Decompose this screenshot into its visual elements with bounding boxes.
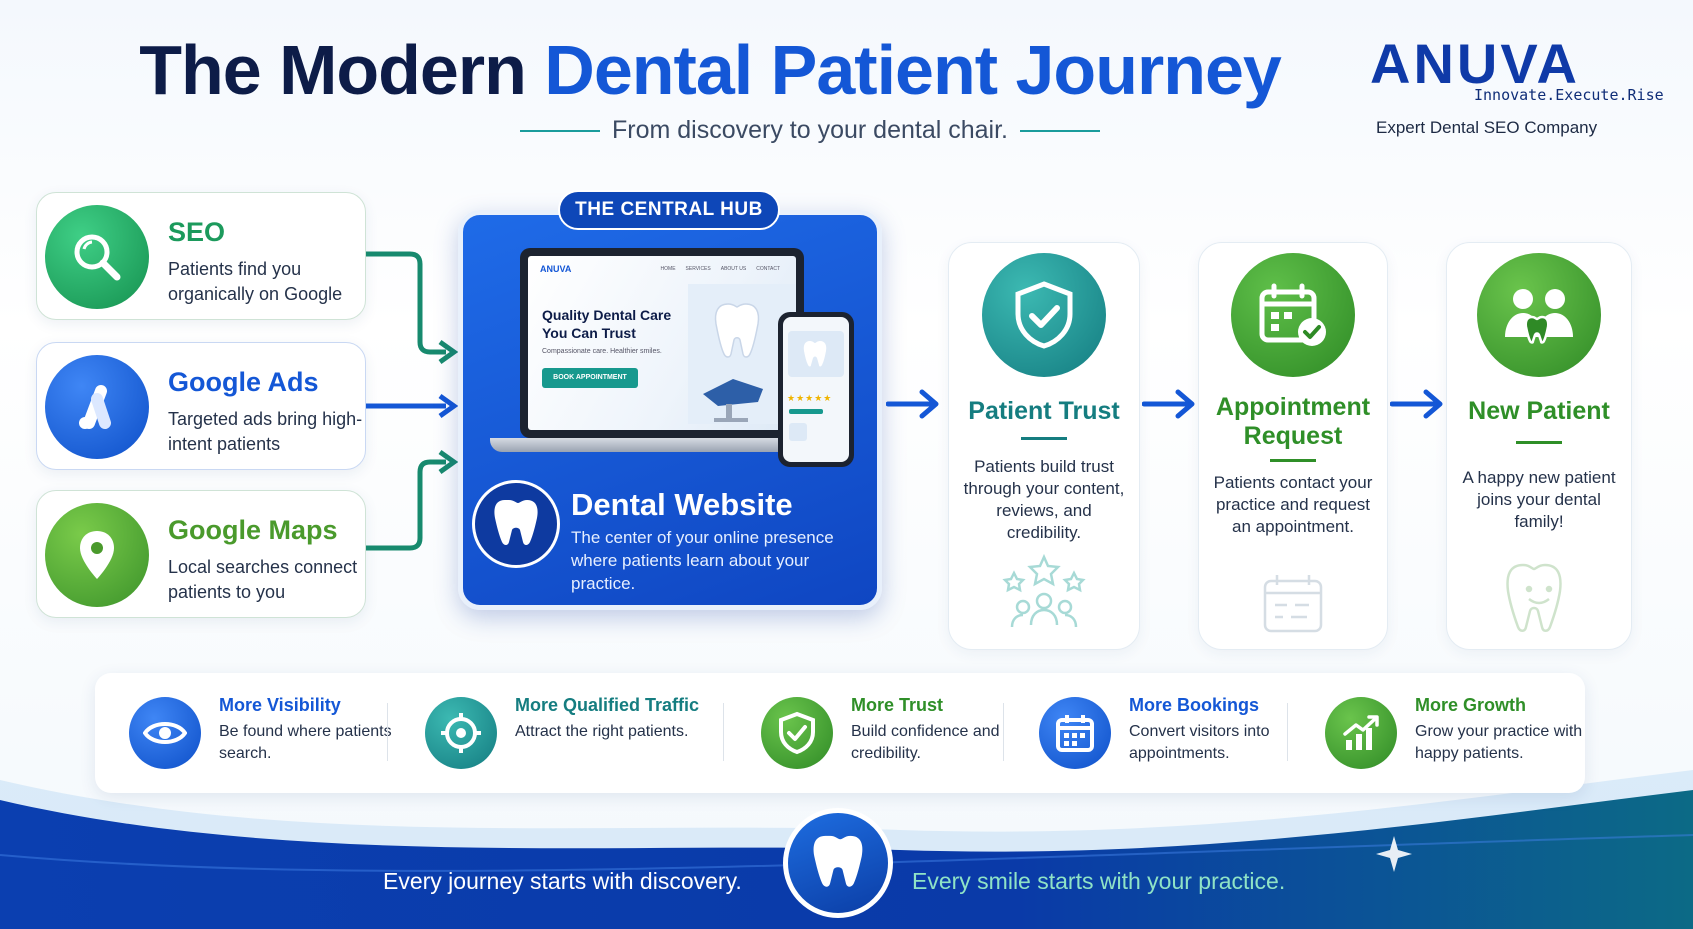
website-screen: ANUVA HOME SERVICES ABOUT US CONTACT Qua… bbox=[528, 256, 796, 430]
mock-headline-1: Quality Dental Care bbox=[542, 307, 672, 323]
benefit-desc: Attract the right patients. bbox=[515, 723, 689, 740]
map-pin-icon bbox=[45, 503, 149, 607]
step-divider bbox=[1516, 441, 1562, 444]
benefit-title: More Qualified Traffic bbox=[515, 695, 700, 715]
hub-desc: The center of your online presence where… bbox=[571, 528, 834, 593]
source-connectors bbox=[366, 251, 459, 551]
calendar-check-icon bbox=[1231, 253, 1355, 377]
mock-tagline: Compassionate care. Healthier smiles. bbox=[542, 348, 662, 355]
laptop-base bbox=[490, 438, 834, 452]
footer-left-text: Every journey starts with discovery. bbox=[383, 868, 742, 894]
subtitle-row: From discovery to your dental chair. bbox=[500, 116, 1120, 145]
google-ads-icon bbox=[45, 355, 149, 459]
family-tooth-icon bbox=[1477, 253, 1601, 377]
tooth-icon bbox=[783, 808, 893, 918]
mock-logo: ANUVA bbox=[540, 264, 572, 274]
benefit-item: More Visibility Be found where patients … bbox=[129, 693, 392, 773]
step-card-appointment-request: Appointment Request Patients contact you… bbox=[1198, 242, 1388, 650]
benefit-item: More Growth Grow your practice with happ… bbox=[1325, 693, 1582, 773]
step-title: Patient Trust bbox=[968, 397, 1120, 425]
subtitle: From discovery to your dental chair. bbox=[612, 116, 1008, 144]
footer-right-text: Every smile starts with your practice. bbox=[912, 868, 1286, 894]
benefit-item: More Trust Build confidence and credibil… bbox=[761, 693, 1021, 773]
logo-tagline: Innovate.Execute.Rise bbox=[1474, 86, 1664, 104]
calendar-ghost-icon bbox=[1263, 575, 1323, 633]
phone-thumb bbox=[789, 423, 807, 441]
growth-chart-icon bbox=[1325, 697, 1397, 769]
logo-text: ANUVA bbox=[1370, 32, 1580, 95]
search-icon bbox=[45, 205, 149, 309]
benefit-title: More Trust bbox=[851, 695, 944, 715]
benefit-item: More Qualified Traffic Attract the right… bbox=[425, 693, 715, 773]
tooth-icon bbox=[472, 480, 560, 568]
page-title: The Modern Dental Patient Journey bbox=[0, 30, 1420, 110]
benefit-title: More Visibility bbox=[219, 695, 341, 715]
benefit-item: More Bookings Convert visitors into appo… bbox=[1039, 693, 1309, 773]
tooth-icon bbox=[788, 331, 844, 377]
source-card-seo: SEO Patients find you organically on Goo… bbox=[36, 192, 366, 320]
source-card-google-ads: Google Ads Targeted ads bring high-inten… bbox=[36, 342, 366, 470]
benefit-title: More Bookings bbox=[1129, 695, 1260, 715]
rating-stars: ★★★★★ bbox=[787, 393, 833, 403]
phone-screen: ★★★★★ bbox=[783, 317, 849, 462]
arrow-right-icon bbox=[1390, 389, 1443, 419]
step-card-new-patient: New Patient A happy new patient joins yo… bbox=[1446, 242, 1632, 650]
hub-title: Dental Website bbox=[571, 487, 793, 522]
benefit-desc: Convert visitors into appointments. bbox=[1129, 723, 1270, 762]
target-icon bbox=[425, 697, 497, 769]
eye-icon bbox=[129, 697, 201, 769]
benefit-divider bbox=[1003, 703, 1004, 761]
benefits-bar: More Visibility Be found where patients … bbox=[95, 673, 1585, 793]
benefit-title: More Growth bbox=[1415, 695, 1526, 715]
laptop-mockup: ANUVA HOME SERVICES ABOUT US CONTACT Qua… bbox=[520, 248, 804, 438]
phone-button[interactable] bbox=[789, 409, 823, 414]
mock-nav-item: SERVICES bbox=[685, 266, 711, 272]
phone-mockup: ★★★★★ bbox=[778, 312, 854, 467]
source-desc: Local searches connect patients to you bbox=[168, 557, 358, 602]
step-title: New Patient bbox=[1468, 397, 1610, 425]
step-card-patient-trust: Patient Trust Patients build trust throu… bbox=[948, 242, 1140, 650]
calendar-icon bbox=[1039, 697, 1111, 769]
mock-nav-item: CONTACT bbox=[756, 266, 780, 272]
title-blue: Dental Patient Journey bbox=[544, 31, 1282, 109]
step-title: Appointment Request bbox=[1215, 393, 1371, 450]
source-card-google-maps: Google Maps Local searches connect patie… bbox=[36, 490, 366, 618]
source-desc: Patients find you organically on Google bbox=[168, 259, 343, 304]
mock-nav-item: ABOUT US bbox=[720, 266, 747, 272]
hub-tag: THE CENTRAL HUB bbox=[558, 190, 780, 230]
arrow-right-icon bbox=[1142, 389, 1195, 419]
arrow-right-icon bbox=[886, 389, 939, 419]
source-title: Google Ads bbox=[168, 367, 319, 397]
step-desc: Patients build trust through your conten… bbox=[963, 457, 1125, 542]
subtitle-line-left bbox=[520, 129, 600, 132]
source-title: Google Maps bbox=[168, 515, 338, 545]
shield-check-icon bbox=[761, 697, 833, 769]
step-divider bbox=[1270, 459, 1316, 462]
mock-book-button[interactable]: BOOK APPOINTMENT bbox=[542, 368, 638, 388]
reviews-stars-icon bbox=[1002, 553, 1086, 628]
mock-headline-2: You Can Trust bbox=[542, 325, 636, 341]
subtitle-line-right bbox=[1020, 129, 1100, 132]
benefit-desc: Build confidence and credibility. bbox=[851, 723, 1000, 762]
step-desc: Patients contact your practice and reque… bbox=[1213, 473, 1373, 536]
benefit-divider bbox=[387, 703, 388, 761]
shield-check-icon bbox=[982, 253, 1106, 377]
title-dark: The Modern bbox=[139, 31, 527, 109]
source-desc: Targeted ads bring high-intent patients bbox=[168, 409, 363, 454]
benefit-divider bbox=[723, 703, 724, 761]
brand-logo: ANUVA Innovate.Execute.Rise Expert Denta… bbox=[1370, 32, 1664, 138]
benefit-desc: Be found where patients search. bbox=[219, 723, 392, 762]
benefit-divider bbox=[1287, 703, 1288, 761]
source-title: SEO bbox=[168, 217, 226, 247]
step-desc: A happy new patient joins your dental fa… bbox=[1462, 468, 1616, 531]
company-label: Expert Dental SEO Company bbox=[1376, 118, 1598, 137]
smiling-tooth-icon bbox=[1506, 563, 1562, 632]
benefit-desc: Grow your practice with happy patients. bbox=[1415, 723, 1583, 762]
step-divider bbox=[1021, 437, 1067, 440]
mock-nav-item: HOME bbox=[660, 266, 676, 272]
